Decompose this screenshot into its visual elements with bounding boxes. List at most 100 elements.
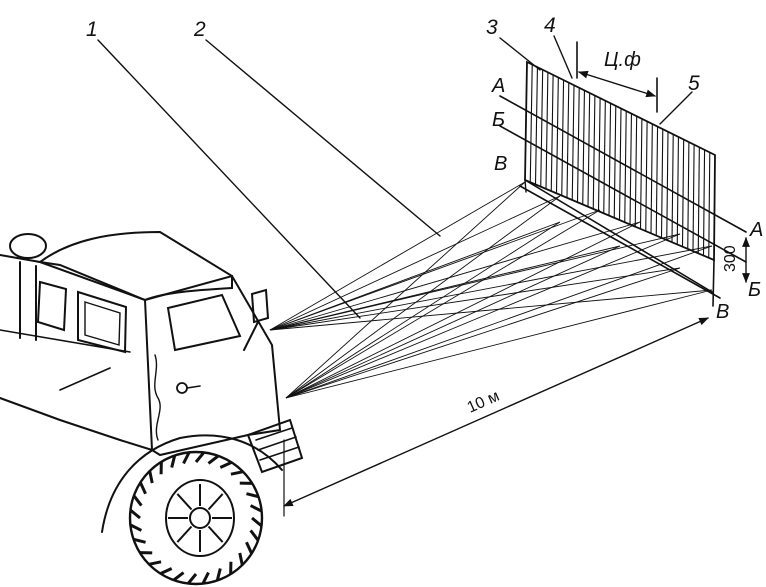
wheel-spokes <box>168 484 232 552</box>
light-beam-ray <box>269 221 561 331</box>
cab-roof <box>37 230 233 302</box>
screen-hatch-line <box>566 82 570 198</box>
leader-4 <box>553 35 573 79</box>
exhaust-cap <box>9 233 47 259</box>
tread-block <box>186 573 198 585</box>
tread-block <box>245 541 253 555</box>
level-line-v <box>519 185 721 299</box>
level-label-v-right: В <box>716 301 729 323</box>
level-label-b-right: Б <box>748 279 761 301</box>
callout-4: 4 <box>544 14 556 37</box>
light-beam-ray <box>285 267 681 399</box>
leader-1 <box>97 39 361 319</box>
screen-hatch-line <box>655 126 659 236</box>
tread-block <box>148 470 154 484</box>
cab-front <box>144 274 282 457</box>
door-handle <box>176 382 188 394</box>
level-label-b-left: Б <box>492 109 505 131</box>
callout-3: 3 <box>486 16 498 39</box>
callout-5: 5 <box>688 72 700 95</box>
ground-line <box>59 367 111 391</box>
screen-hatch-line <box>681 139 685 247</box>
front-fender <box>101 434 283 533</box>
callout-2: 2 <box>193 18 206 41</box>
wheel-hub <box>189 507 211 529</box>
screen-hatch-line <box>666 131 669 241</box>
tread-block <box>129 508 141 520</box>
screen-hatch-line <box>697 147 700 254</box>
screen-hatch-line <box>713 154 716 261</box>
leader-3 <box>499 37 541 71</box>
screen-hatch-line <box>555 77 559 194</box>
screen-hatch-line <box>613 105 617 218</box>
tread-block <box>207 454 220 465</box>
light-beam-ray <box>269 221 641 331</box>
light-beam-ray <box>269 245 621 331</box>
windshield <box>166 293 242 352</box>
aiming-screen <box>499 41 747 307</box>
screen-hatch-line <box>624 111 627 223</box>
height-label: 300 <box>722 245 739 272</box>
screen-hatch-line <box>571 85 575 201</box>
tread-block <box>132 494 143 507</box>
light-beam-ray <box>285 181 526 399</box>
screen-hatch-line <box>660 129 664 238</box>
leader-5 <box>659 91 693 125</box>
side-window <box>77 290 128 354</box>
tread-block <box>139 481 147 495</box>
screen-hatch-line <box>650 123 653 234</box>
screen-hatch-line <box>592 95 596 209</box>
tread-block <box>238 552 244 566</box>
screen-hatch-line <box>550 74 554 192</box>
screen-hatch-line <box>618 108 622 221</box>
wheel-spoke <box>176 525 193 543</box>
wheel-spoke <box>207 525 224 543</box>
door-seam <box>154 354 161 441</box>
wheel-spoke <box>176 493 193 511</box>
front-wheel-rim <box>165 479 235 557</box>
screen-hatch-line <box>529 64 533 183</box>
screen-hatch-line <box>608 103 612 216</box>
screen-hatch-line <box>545 72 549 189</box>
tire-tread <box>129 451 263 585</box>
light-beam-ray <box>269 195 561 331</box>
tread-block <box>159 567 173 575</box>
tread-block <box>129 523 143 532</box>
callout-1: 1 <box>86 18 98 41</box>
screen-left-leg <box>524 179 527 193</box>
screen-hatch-line <box>597 98 601 212</box>
light-beam-ray <box>269 245 713 331</box>
mirror-arm <box>243 321 259 351</box>
light-beam-ray <box>285 245 621 399</box>
leader-2 <box>205 39 441 237</box>
tread-block <box>215 568 222 581</box>
tread-block <box>230 470 244 476</box>
screen-right-leg <box>712 259 715 307</box>
light-beam-ray <box>285 221 561 399</box>
wheel-spoke <box>207 493 224 511</box>
light-beam-ray <box>269 181 526 331</box>
tread-block <box>201 571 210 585</box>
tread-block <box>251 516 263 528</box>
screen-hatch-line <box>524 61 528 181</box>
screen-hatching <box>524 61 716 261</box>
distance-dimension-arrow <box>283 317 709 507</box>
center-label: Ц.ф <box>604 49 641 71</box>
light-beam-ray <box>269 267 681 331</box>
tread-block <box>249 504 263 513</box>
tread-block <box>249 529 260 542</box>
screen-hatch-line <box>676 136 679 245</box>
screen-hatch-line <box>534 67 538 185</box>
tread-block <box>170 455 177 468</box>
exhaust-pipe <box>19 261 37 341</box>
side-window-inner <box>84 301 121 346</box>
tread-block <box>194 451 206 463</box>
level-line-b <box>499 125 747 263</box>
truck <box>0 230 304 586</box>
light-beam-ray <box>285 245 713 399</box>
screen-hatch-line <box>671 134 674 243</box>
screen-hatch-line <box>587 92 591 207</box>
tread-block <box>219 461 233 469</box>
